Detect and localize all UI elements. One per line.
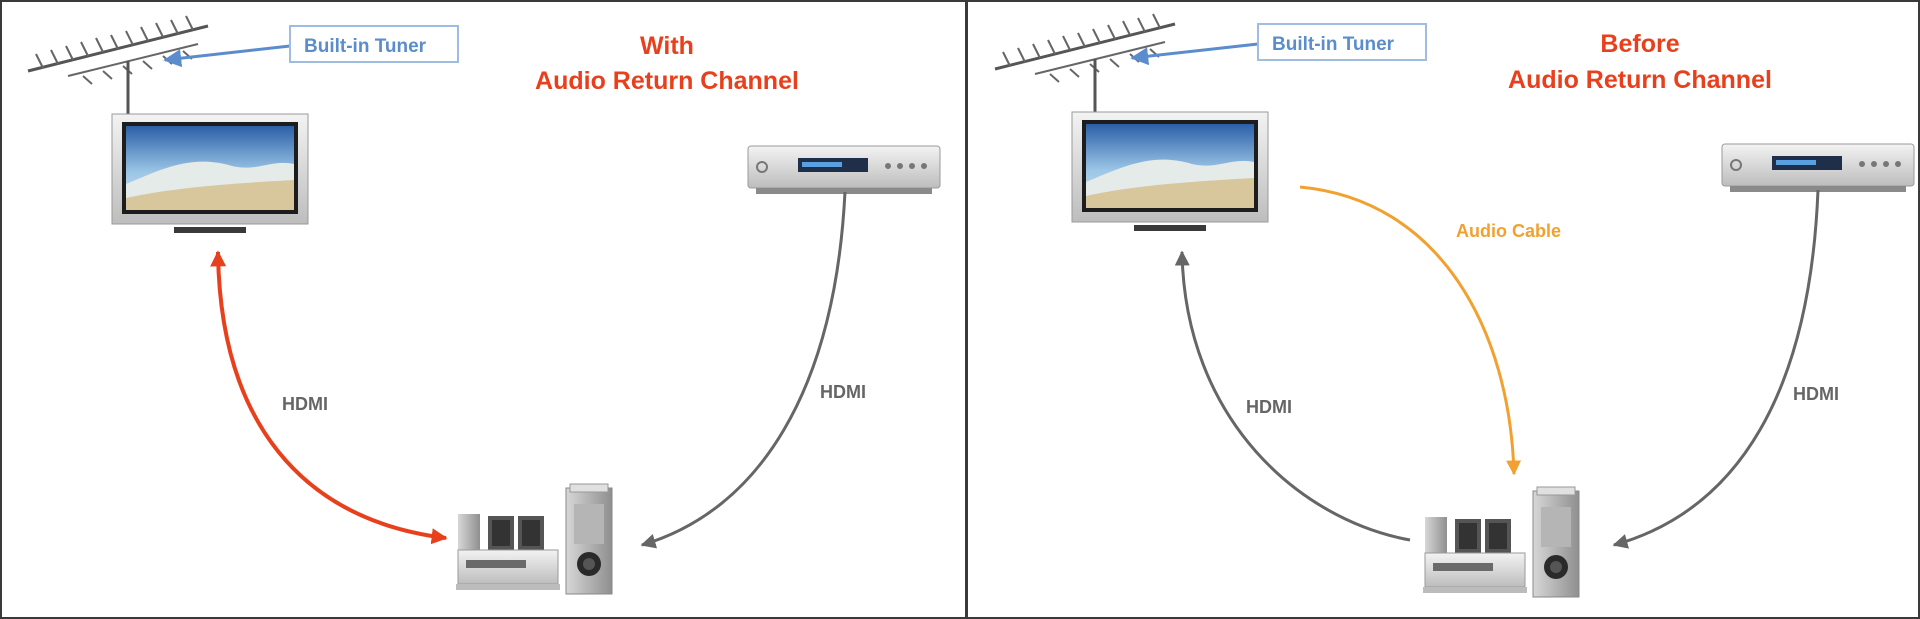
- tuner-box: [289, 25, 459, 63]
- hdmi-player-cable: [640, 191, 847, 549]
- hdmi-arc-cable: [210, 250, 448, 545]
- media-player-icon: [1721, 143, 1915, 193]
- tuner-arrow: [163, 44, 291, 68]
- tuner-box: [1257, 23, 1427, 61]
- panel-frame: [966, 0, 1920, 619]
- hdmi-right-label: HDMI: [820, 382, 866, 402]
- tuner-arrow: [1130, 42, 1259, 66]
- panel-title-line1: Before: [1600, 30, 1679, 58]
- hdmi-player-cable: [1612, 189, 1820, 549]
- hdmi-left-label: HDMI: [282, 394, 328, 414]
- hdmi-tv-cable: [1174, 250, 1411, 542]
- tuner-label: Built-in Tuner: [304, 36, 427, 57]
- tuner-label: Built-in Tuner: [1272, 34, 1395, 55]
- panel-before-arc: Built-in Tuner Before Audio Return Chann…: [966, 0, 1920, 619]
- panel-frame: [0, 0, 967, 619]
- media-player-icon: [747, 145, 941, 195]
- panel-title-line2: Audio Return Channel: [1508, 66, 1772, 94]
- television-icon: [111, 113, 309, 234]
- audio-cable-line: [1299, 185, 1522, 476]
- panel-title-line2: Audio Return Channel: [535, 67, 799, 95]
- television-icon: [1071, 111, 1269, 232]
- panel-title-line1: With: [640, 32, 694, 60]
- hdmi-right-label: HDMI: [1793, 384, 1839, 404]
- panel-with-arc: Built-in Tuner With Audio Return Channel…: [0, 0, 967, 619]
- hdmi-left-label: HDMI: [1246, 397, 1292, 417]
- audio-cable-label: Audio Cable: [1456, 221, 1561, 241]
